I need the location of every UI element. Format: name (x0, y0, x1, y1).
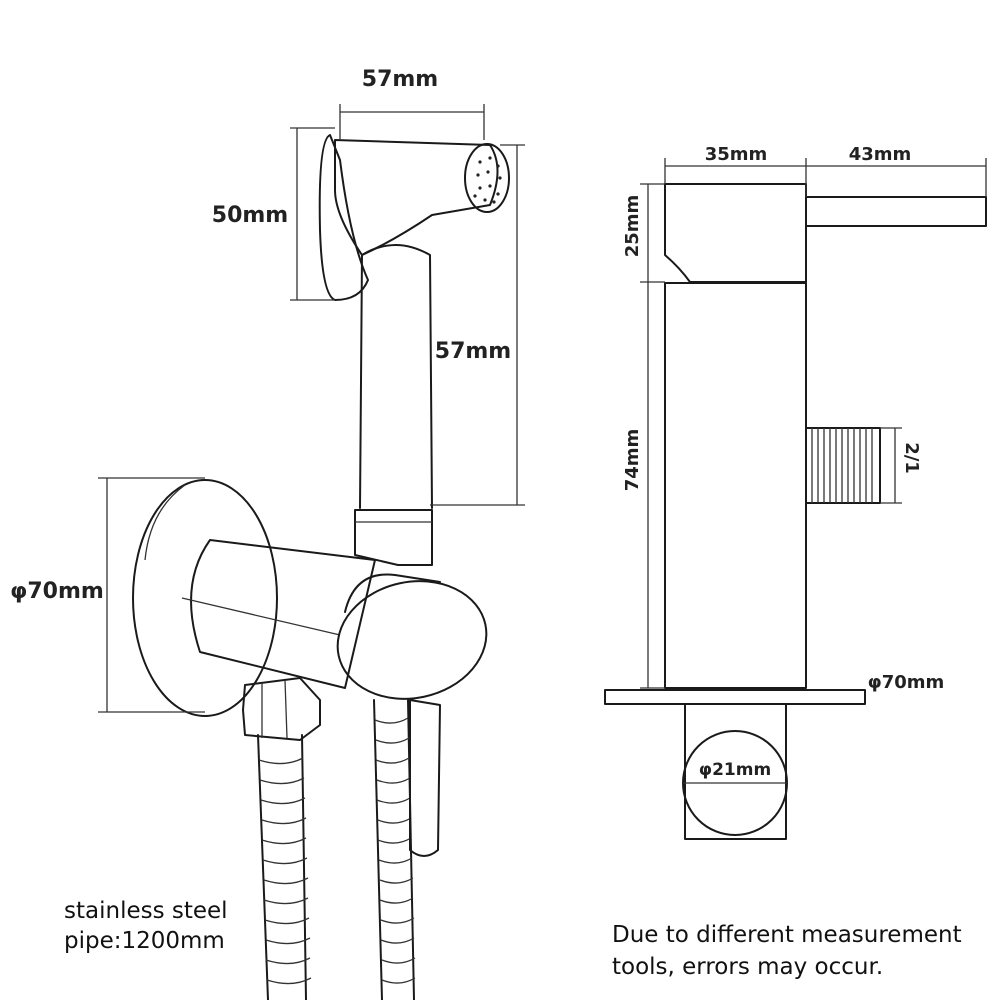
hex-nut (242, 677, 321, 741)
valve-lever (409, 699, 441, 857)
side-body (664, 282, 807, 689)
hose-left (257, 734, 312, 1000)
thread-label: 2/1 (901, 442, 922, 474)
spray-head (334, 139, 499, 256)
thread-outlet (805, 427, 881, 504)
top-height-label: 25mm (622, 195, 643, 258)
wall-plate (132, 479, 278, 717)
hose-label-line-1: stainless steel (64, 898, 228, 924)
sprayer-perspective-view (132, 134, 510, 1000)
body-width-label: 35mm (705, 144, 768, 165)
side-lever (805, 196, 987, 227)
valve-handle-disk (336, 580, 488, 700)
body-height-label: 74mm (622, 429, 643, 492)
note-line-1: Due to different measurement (612, 922, 962, 948)
side-elevation-view (604, 183, 987, 840)
plate-diameter-label: φ70mm (10, 579, 104, 604)
hose-right (373, 699, 416, 1000)
outlet-diameter-label: φ21mm (699, 760, 771, 780)
side-wall-plate (604, 689, 866, 705)
left-dimension-lines (98, 104, 525, 713)
right-dimension-lines (640, 158, 987, 689)
handle-stem (359, 244, 433, 509)
spray-trigger (318, 134, 369, 301)
note-line-2: tools, errors may occur. (612, 954, 883, 980)
hose-label-line-2: pipe:1200mm (64, 928, 225, 954)
side-plate-diameter-label: φ70mm (868, 672, 945, 693)
lever-length-label: 43mm (849, 144, 912, 165)
holder-length-label: 57mm (435, 339, 511, 364)
spray-nozzle-face (464, 143, 510, 213)
holder-bracket (354, 509, 433, 566)
valve-body (190, 539, 376, 689)
nozzle-holes (473, 156, 502, 204)
spray-width-label: 57mm (362, 67, 438, 92)
top-block (664, 183, 807, 283)
spray-height-label: 50mm (212, 203, 288, 228)
